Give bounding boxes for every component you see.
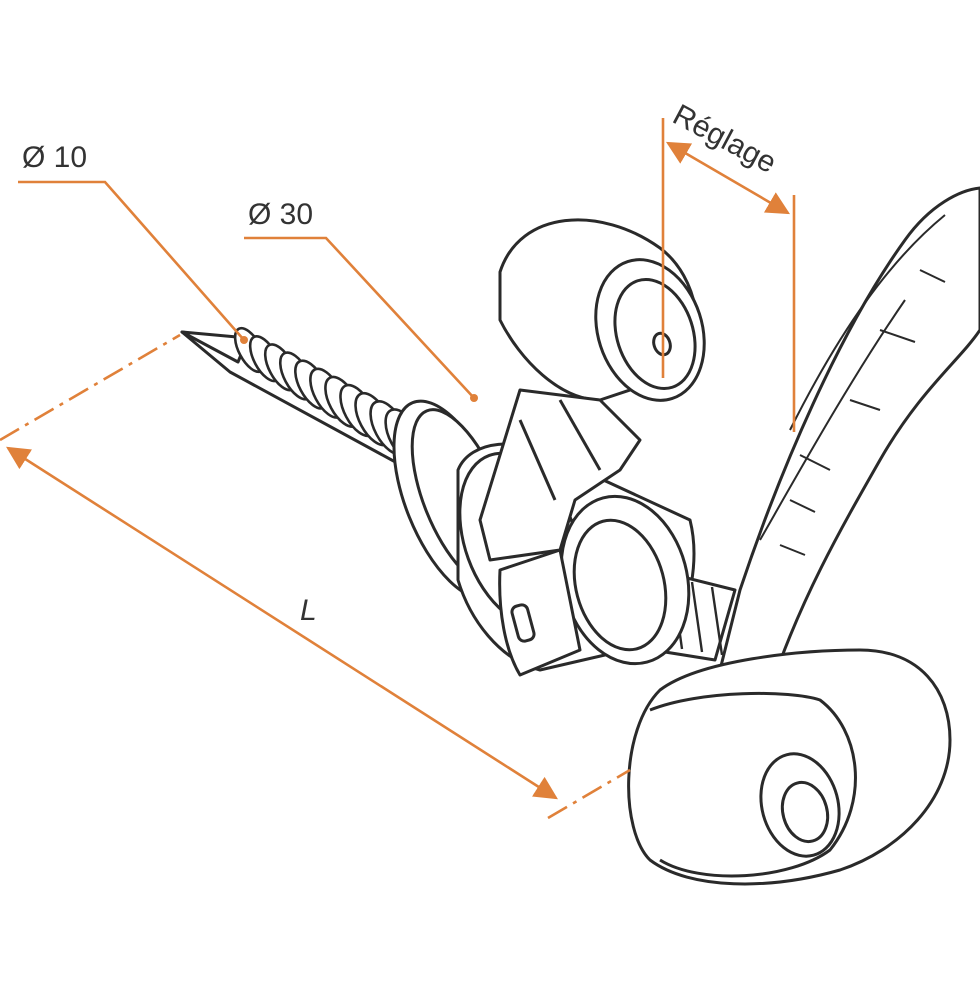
ring-eye	[498, 218, 706, 402]
diameter-small-label: Ø 10	[22, 141, 88, 174]
rod-thread	[690, 581, 704, 653]
diameter-large-label: Ø 30	[248, 198, 314, 231]
bottom-pad	[627, 648, 952, 886]
dimension-lines	[0, 118, 796, 820]
lever-handle	[713, 186, 980, 692]
length-label: L	[300, 594, 317, 627]
rod-thread	[710, 586, 724, 656]
